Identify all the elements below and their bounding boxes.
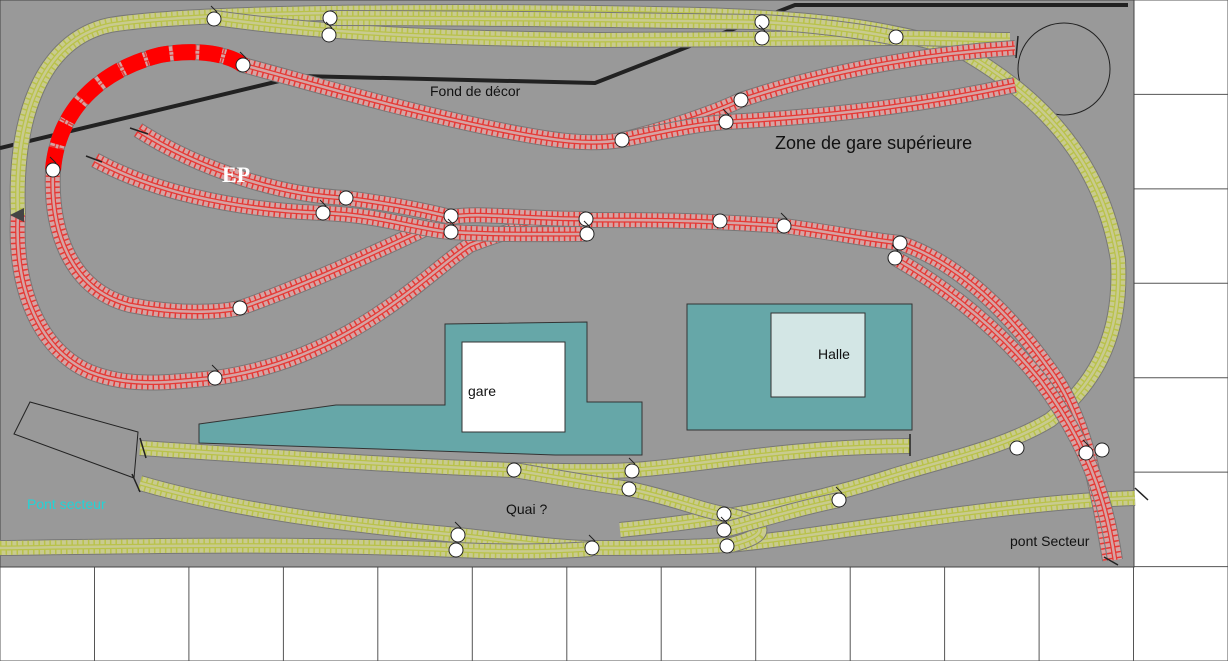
rail-joint-tick	[720, 516, 728, 524]
turnout-marker[interactable]	[888, 29, 904, 45]
fond-de-decor-label: Fond de décor	[430, 83, 521, 99]
gare-building[interactable]	[461, 341, 566, 433]
turnout-marker[interactable]	[831, 492, 847, 508]
turnout-marker[interactable]	[443, 208, 459, 224]
turnout-marker[interactable]	[235, 57, 251, 73]
rail-joint-tick	[319, 199, 327, 207]
pont-secteur-left-outline[interactable]	[13, 401, 139, 479]
halle-building[interactable]	[770, 312, 866, 398]
turnout-marker[interactable]	[614, 132, 630, 148]
turnout-marker[interactable]	[716, 522, 732, 538]
turnout-marker[interactable]	[716, 506, 732, 522]
turnout-marker[interactable]	[887, 250, 903, 266]
track-gauge	[329, 16, 896, 40]
turnout-marker[interactable]	[322, 10, 338, 26]
rail-joint-tick	[780, 212, 788, 220]
turnout-marker[interactable]	[338, 190, 354, 206]
turnout-marker[interactable]	[624, 463, 640, 479]
turnout-marker[interactable]	[754, 14, 770, 30]
gare-label: gare	[468, 383, 497, 399]
turnout-marker[interactable]	[1078, 445, 1094, 461]
turnout-marker[interactable]	[232, 300, 248, 316]
highlighted-section[interactable]	[45, 44, 248, 171]
turnout-marker[interactable]	[712, 213, 728, 229]
turnout-marker[interactable]	[1009, 440, 1025, 456]
track-gauge	[723, 498, 840, 532]
rail-joint-tick	[583, 220, 591, 228]
rail-joint-tick	[325, 21, 333, 29]
turnout-marker[interactable]	[443, 224, 459, 240]
rail-joint-tick	[1082, 439, 1090, 447]
turntable-circle[interactable]	[1017, 22, 1111, 116]
ep-label: EP	[222, 162, 251, 187]
rail-joint-tick	[628, 457, 636, 465]
turnout-marker[interactable]	[776, 218, 792, 234]
pont-secteur-left-label: Pont secteur	[27, 496, 106, 512]
rail-joint-tick	[891, 244, 899, 252]
halle-label: Halle	[818, 346, 850, 362]
pont-secteur-right-label: pont Secteur	[1010, 533, 1090, 549]
track-end-arrow	[10, 208, 24, 222]
rail-joint-tick	[239, 51, 247, 59]
turnout-marker[interactable]	[578, 211, 594, 227]
track-gauge	[513, 468, 761, 548]
turnout-marker[interactable]	[754, 30, 770, 46]
turnout-marker[interactable]	[621, 481, 637, 497]
quai-label: Quai ?	[506, 501, 548, 517]
track-gauge	[16, 10, 1120, 532]
turnout-marker[interactable]	[45, 162, 61, 178]
rail-joint-tick	[722, 108, 730, 116]
turnout-marker[interactable]	[579, 226, 595, 242]
track-gauge	[0, 544, 593, 553]
lower-track-front-main[interactable]	[0, 546, 592, 552]
rail-joint-tick	[211, 364, 219, 372]
turnout-marker[interactable]	[315, 205, 331, 221]
track-gauge	[94, 158, 588, 236]
rail-joint-tick	[758, 24, 766, 32]
turnout-marker[interactable]	[584, 540, 600, 556]
rail-joint-tick	[49, 156, 57, 164]
rail-joint-tick	[447, 218, 455, 226]
buffer-stops	[85, 35, 1149, 566]
turnout-marker[interactable]	[719, 538, 735, 554]
turnout-markers	[45, 10, 1110, 558]
track-gauge	[894, 256, 1117, 561]
turnout-marker[interactable]	[733, 92, 749, 108]
turnout-marker[interactable]	[506, 462, 522, 478]
track-gauge	[621, 83, 1016, 142]
turnout-marker[interactable]	[206, 11, 222, 27]
zone-gare-label: Zone de gare supérieure	[775, 133, 973, 153]
rail-joint-ticks	[49, 5, 1090, 542]
track-gauge	[51, 169, 587, 313]
turnout-marker[interactable]	[892, 235, 908, 251]
turnout-marker[interactable]	[321, 27, 337, 43]
rail-joint-tick	[835, 486, 843, 494]
turnout-marker[interactable]	[450, 527, 466, 543]
rail-joint-tick	[588, 534, 596, 542]
turnout-marker[interactable]	[1094, 442, 1110, 458]
turnout-marker[interactable]	[448, 542, 464, 558]
turnout-marker[interactable]	[207, 370, 223, 386]
rail-joint-tick	[210, 5, 218, 13]
turnout-marker[interactable]	[718, 114, 734, 130]
rail-joint-tick	[454, 521, 462, 529]
backdrop-line	[0, 3, 1128, 150]
track-gauge	[137, 128, 452, 219]
